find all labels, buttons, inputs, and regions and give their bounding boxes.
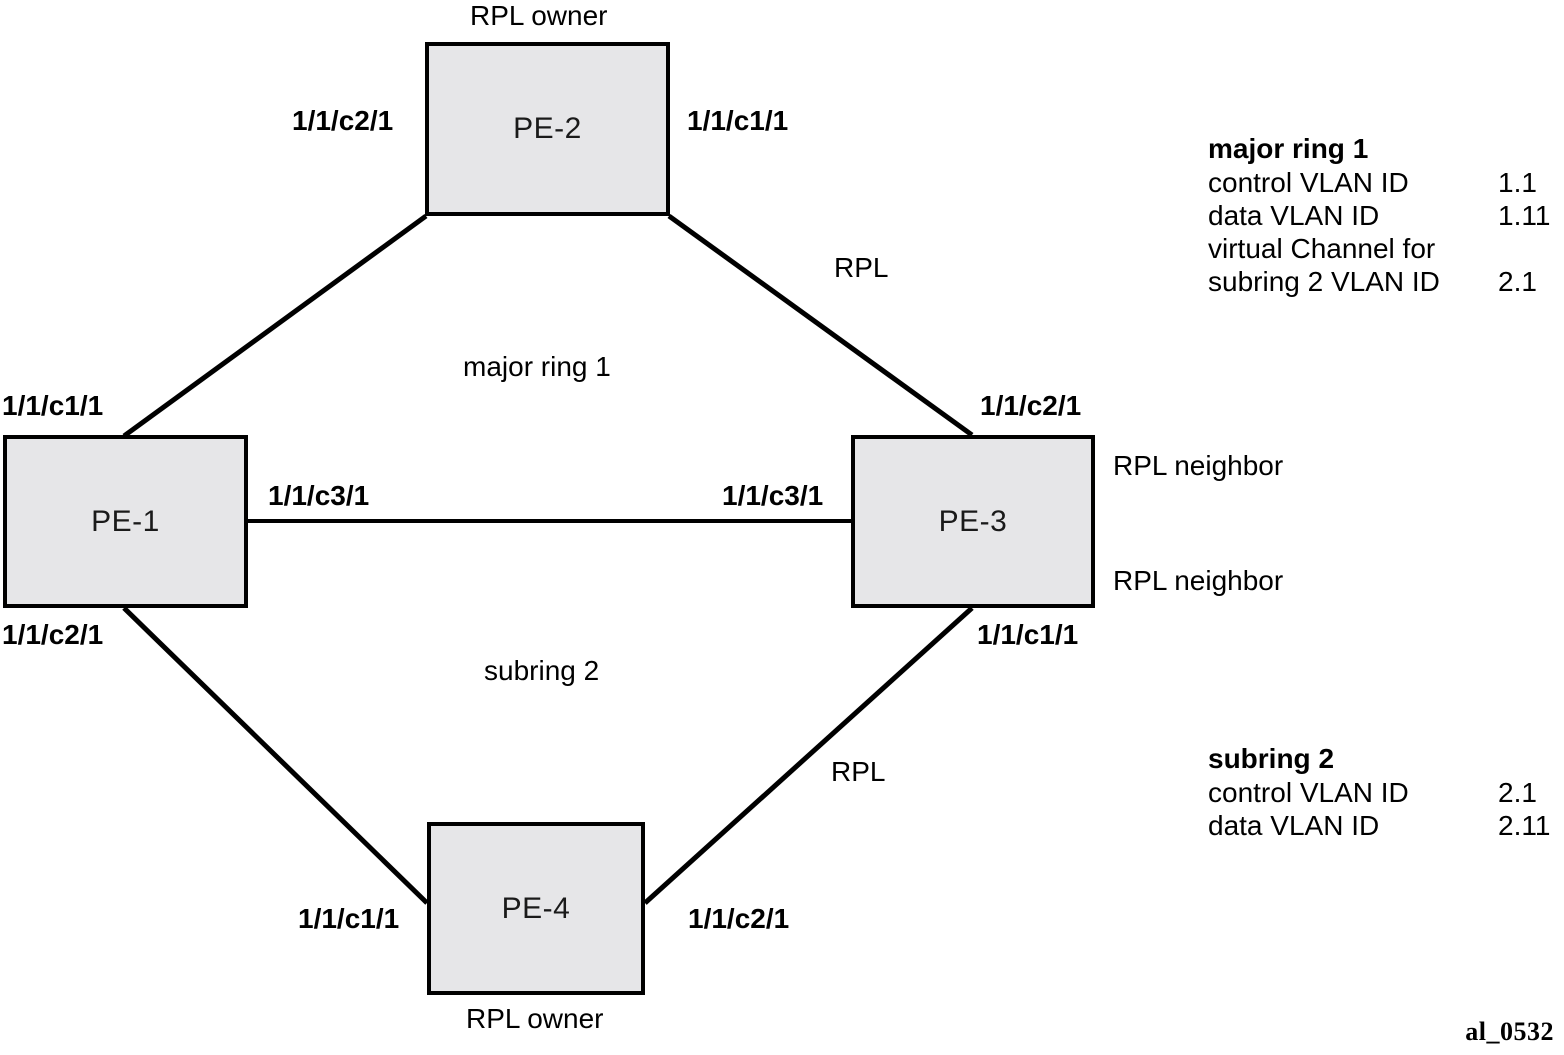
- legend-value: 2.1: [1498, 266, 1537, 297]
- subring-label: subring 2: [484, 655, 600, 686]
- node-pe4-label: PE-4: [501, 891, 571, 925]
- legend-subring: subring 2 control VLAN ID 2.1 data VLAN …: [1208, 743, 1550, 842]
- port-label-pe4-left: 1/1/c1/1: [298, 903, 400, 934]
- legend-major-ring: major ring 1 control VLAN ID 1.1 data VL…: [1208, 133, 1550, 298]
- port-label-pe2-left: 1/1/c2/1: [292, 105, 394, 136]
- port-label-pe3-top: 1/1/c2/1: [980, 390, 1082, 421]
- legend-key: control VLAN ID: [1208, 167, 1409, 198]
- legend-key: control VLAN ID: [1208, 777, 1409, 808]
- legend-subring-title: subring 2: [1208, 743, 1335, 774]
- legend-key-line2: subring 2 VLAN ID: [1208, 266, 1440, 297]
- pe4-role-label: RPL owner: [466, 1003, 604, 1034]
- node-pe1-label: PE-1: [91, 504, 160, 538]
- rpl-label-lower: RPL: [831, 756, 886, 787]
- link-pe2-pe3: [667, 213, 974, 438]
- node-pe2[interactable]: PE-2: [425, 42, 670, 216]
- legend-key: data VLAN ID: [1208, 810, 1380, 841]
- port-label-pe2-right: 1/1/c1/1: [687, 105, 789, 136]
- port-label-pe3-bottom: 1/1/c1/1: [977, 619, 1079, 650]
- legend-value: 1.11: [1498, 200, 1551, 231]
- legend-row-major-data: data VLAN ID 1.11: [1208, 199, 1550, 232]
- figure-code: al_0532: [1465, 1017, 1554, 1046]
- legend-row-subring-data: data VLAN ID 2.11: [1208, 809, 1550, 842]
- rpl-label-upper: RPL: [834, 252, 889, 283]
- node-pe4[interactable]: PE-4: [427, 822, 645, 995]
- port-label-pe1-right: 1/1/c3/1: [268, 480, 370, 511]
- pe3-role-label-top: RPL neighbor: [1113, 450, 1284, 481]
- port-label-pe4-right: 1/1/c2/1: [688, 903, 790, 934]
- legend-value: 2.11: [1498, 810, 1551, 841]
- legend-value: 1.1: [1498, 167, 1537, 198]
- major-ring-label: major ring 1: [463, 351, 611, 382]
- legend-value: 2.1: [1498, 777, 1537, 808]
- port-label-pe1-bottom: 1/1/c2/1: [2, 619, 104, 650]
- node-pe3[interactable]: PE-3: [851, 435, 1095, 608]
- legend-major-ring-title: major ring 1: [1208, 133, 1369, 164]
- legend-key-line1: virtual Channel for: [1208, 233, 1436, 264]
- node-pe3-label: PE-3: [938, 504, 1008, 538]
- legend-row-subring-control: control VLAN ID 2.1: [1208, 776, 1537, 809]
- pe3-role-label-bottom: RPL neighbor: [1113, 565, 1284, 596]
- legend-key: data VLAN ID: [1208, 200, 1380, 231]
- pe2-role-label: RPL owner: [470, 0, 608, 31]
- link-pe4-pe3: [643, 606, 974, 905]
- link-pe1-pe2: [122, 213, 428, 439]
- port-label-pe3-left: 1/1/c3/1: [722, 480, 824, 511]
- node-pe2-label: PE-2: [513, 112, 582, 145]
- legend-row-major-control: control VLAN ID 1.1: [1208, 166, 1537, 199]
- link-pe1-pe4: [122, 606, 429, 905]
- legend-row-major-virtual-channel: virtual Channel for subring 2 VLAN ID 2.…: [1208, 232, 1537, 298]
- port-label-pe1-top: 1/1/c1/1: [2, 390, 104, 421]
- node-pe1[interactable]: PE-1: [3, 435, 248, 608]
